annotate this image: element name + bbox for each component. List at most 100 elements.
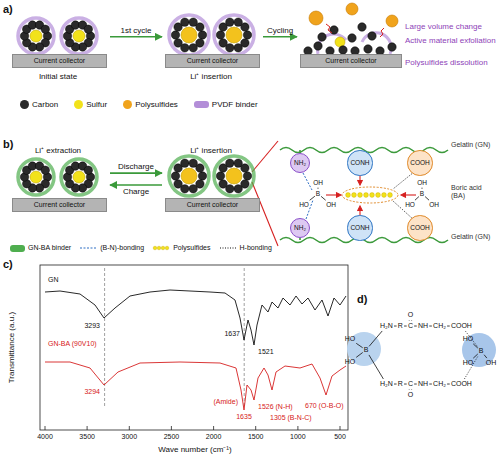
legend-item: PVDF binder — [194, 100, 258, 109]
spectrum-chart — [297, 426, 298, 430]
carbon-particle — [241, 164, 249, 172]
carbon-particle — [243, 31, 251, 39]
legend-item: H-bonding — [219, 244, 272, 252]
polysulfide-dot — [388, 193, 393, 198]
label: 1637 — [224, 330, 240, 338]
label: (Amide) — [213, 398, 238, 406]
carbon-particle — [219, 180, 227, 188]
carbon-particle — [388, 43, 396, 51]
legend-line — [80, 247, 96, 248]
group-label: CONH — [350, 160, 369, 167]
bond — [321, 196, 326, 200]
functional-group-circle: COOH — [407, 215, 433, 241]
electrode: Current collector — [165, 16, 260, 68]
bond — [473, 354, 478, 358]
legend-item: Polysulfides — [123, 100, 178, 109]
label: Li⁺ insertion — [190, 72, 232, 81]
bond — [447, 326, 450, 327]
spectrum-chart — [213, 426, 214, 430]
binder-halo — [18, 18, 54, 54]
carbon-particle — [348, 34, 356, 42]
label: b) — [3, 138, 13, 151]
label: 2000 — [206, 433, 222, 441]
group-label: COOH — [410, 225, 430, 232]
boron-highlight — [347, 332, 496, 367]
carbon-particle — [174, 39, 182, 47]
legend-swatch — [20, 100, 29, 109]
bonding-lines — [393, 172, 414, 189]
label: NH — [418, 322, 428, 330]
label: COOH — [451, 380, 472, 388]
sulfur-particle — [181, 27, 197, 43]
label: OH — [486, 359, 497, 367]
polysulfide-dot — [364, 193, 369, 198]
red-arrows — [252, 182, 278, 246]
bond — [415, 197, 419, 201]
carbon-particle — [226, 18, 234, 26]
carbon-particle — [84, 166, 92, 174]
current-collector-label: Current collector — [165, 198, 260, 212]
carbon-particle — [171, 31, 179, 39]
carbon-particle — [234, 185, 242, 193]
spectrum-chart — [87, 426, 88, 430]
spectrum-chart — [129, 426, 130, 430]
current-collector-label: Current collector — [12, 54, 107, 68]
bond — [310, 196, 315, 200]
legend-text: Polysulfides — [135, 100, 178, 109]
sulfur-particle — [226, 27, 242, 43]
spectrum-chart — [340, 426, 341, 430]
group-label: NH₂ — [294, 225, 306, 232]
sulfur-particle — [335, 37, 345, 47]
edge-label: 1st cycle — [120, 26, 151, 35]
label: H₂N — [380, 380, 393, 388]
bond — [404, 326, 407, 327]
bond — [422, 188, 423, 189]
label: Initial state — [39, 72, 77, 81]
bond — [356, 352, 362, 357]
polysulfide-dot — [346, 193, 351, 198]
carbon-particle — [196, 164, 204, 172]
legend-item: Polysulfides — [152, 244, 210, 252]
label: c) — [3, 258, 13, 271]
legend-sample — [219, 244, 237, 252]
carbon-particle — [171, 172, 179, 180]
label: Gelatin (GN) — [451, 233, 490, 241]
carbon-particle — [314, 42, 322, 50]
spectrum-chart — [40, 265, 348, 430]
label: 1000 — [290, 433, 306, 441]
electrode: Current collector — [12, 158, 107, 212]
label: R — [398, 380, 403, 388]
carbon-particle — [198, 172, 206, 180]
label: OH — [429, 201, 439, 208]
label: OH — [326, 201, 336, 208]
bond — [369, 355, 383, 379]
flow-arrow — [263, 36, 297, 38]
label: Large volume change — [405, 22, 497, 31]
binder-halo — [61, 18, 97, 54]
legend-item: Sulfur — [74, 100, 107, 109]
legend-text: H-bonding — [240, 244, 272, 252]
carbon-particle — [174, 180, 182, 188]
spectrum-chart — [45, 426, 46, 430]
carbon-particle — [189, 185, 197, 193]
legend-text: Polysulfides — [173, 244, 210, 252]
carbon-particle — [41, 25, 49, 33]
polysulfide-dot — [376, 193, 381, 198]
bond — [414, 384, 417, 385]
binder-halo — [169, 15, 209, 55]
flow-arrow — [110, 184, 162, 186]
label: B — [479, 347, 484, 355]
legend-item: GN-BA binder — [10, 244, 71, 252]
functional-group-circle: COOH — [407, 150, 433, 176]
label: H₂N — [380, 322, 393, 330]
label: Polysulfides dissolution — [405, 58, 497, 67]
double-bond — [411, 389, 412, 391]
red-arrows — [358, 180, 363, 185]
electrode: Current collector — [300, 16, 402, 68]
label: Active material exfoliation — [405, 36, 497, 45]
current-collector-label: Current collector — [165, 54, 260, 68]
sulfur-particle — [30, 30, 42, 42]
spectrum-chart — [104, 268, 105, 408]
bond — [414, 326, 417, 327]
legend-swatch — [10, 245, 25, 252]
